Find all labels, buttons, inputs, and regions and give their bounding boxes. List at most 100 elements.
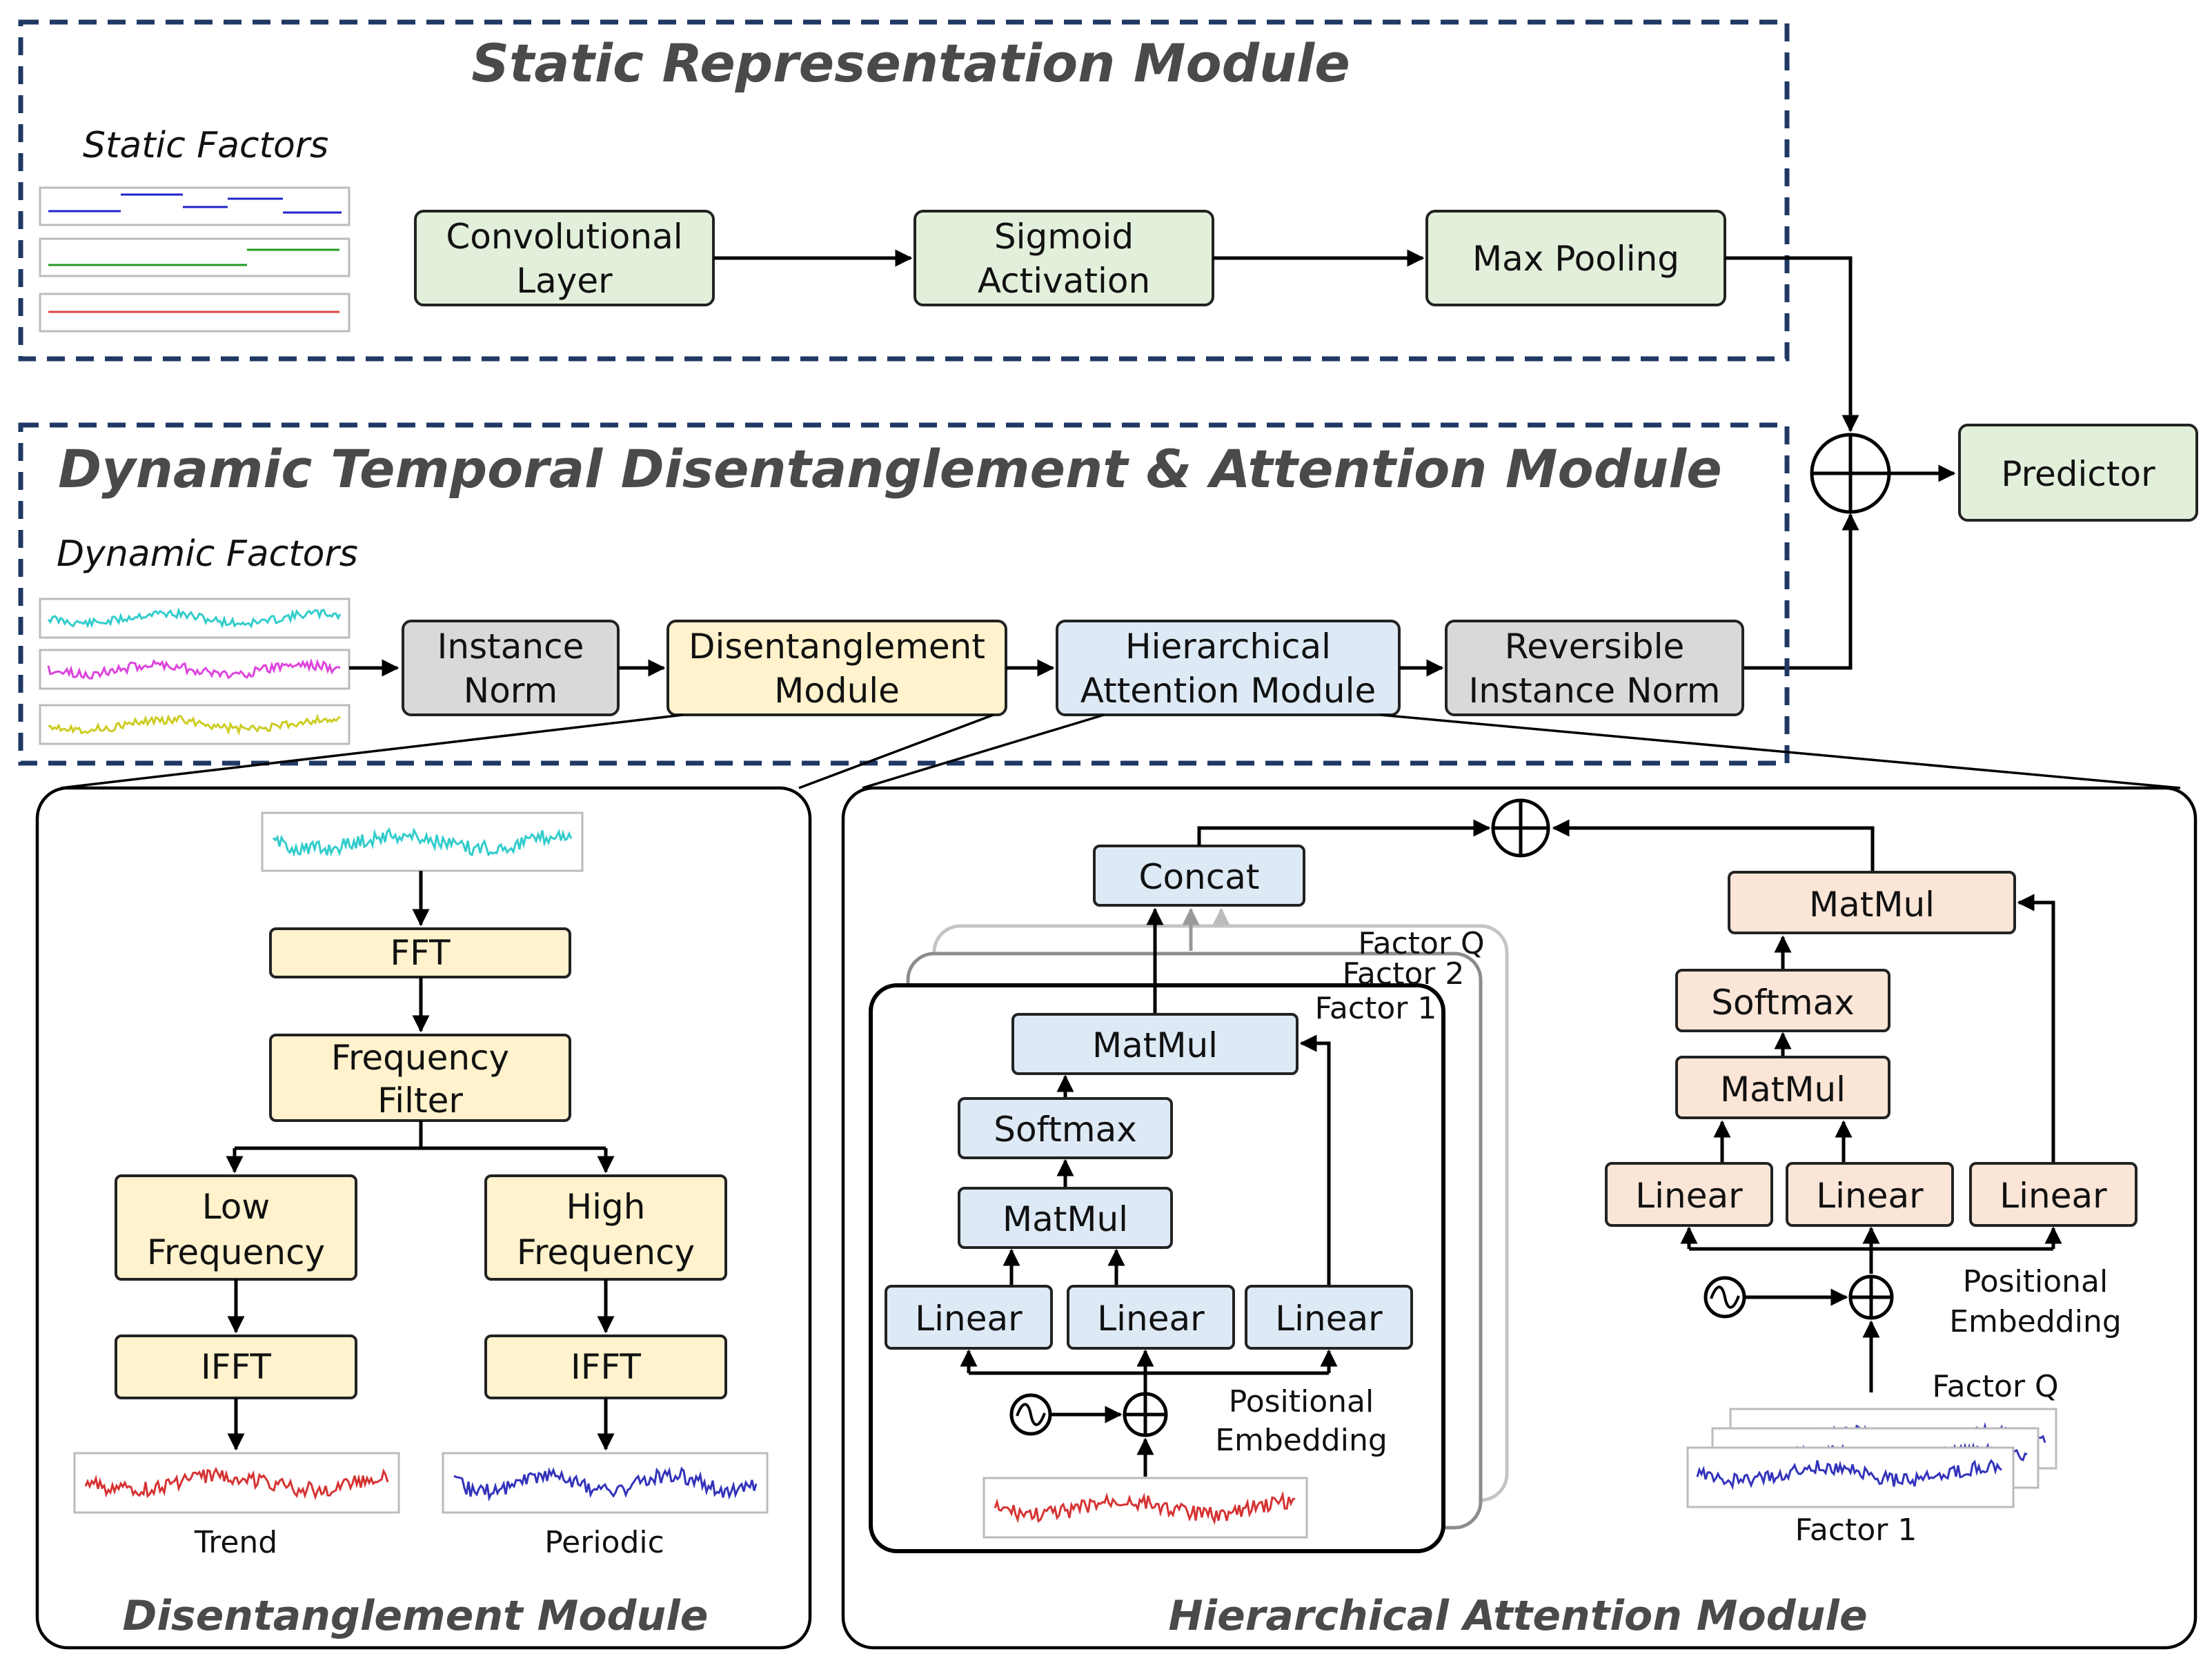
sigmoid-activation-box: Sigmoid Activation [914,210,1214,306]
inner-sine-wave-icon [1009,1393,1052,1436]
dynamic-module-border [18,422,1790,766]
svg-text:Frequency: Frequency [147,1232,325,1272]
svg-text:Linear: Linear [1097,1299,1205,1339]
periodic-label: Periodic [544,1525,664,1560]
svg-text:Frequency: Frequency [517,1232,695,1272]
factor-q-label: Factor Q [1358,926,1484,961]
arrow-maxpool-to-add [1725,256,1859,433]
svg-text:Linear: Linear [1275,1299,1383,1339]
static-module-border [18,19,1790,362]
dynamic-series-olive [48,713,341,736]
static-series-green [48,248,339,266]
svg-text:IFFT: IFFT [571,1347,641,1387]
svg-text:Instance: Instance [437,627,584,667]
outer-sine-wave-icon [1704,1276,1746,1319]
stack-factor-q-label: Factor Q [1932,1369,2058,1404]
trend-label: Trend [194,1525,277,1560]
hierarchical-attention-box: Hierarchical Attention Module [1056,620,1401,716]
dynamic-series-magenta [47,658,341,680]
static-representation-module: Static Representation Module Static Fact… [18,19,1790,362]
outer-linear-k-box: Linear [1786,1162,1954,1227]
low-frequency-box: Low Frequency [115,1174,357,1281]
inner-matmul-top-box: MatMul [1011,1013,1298,1075]
static-module-title: Static Representation Module [471,32,1350,94]
dynamic-factor-thumbnails [39,598,350,745]
fusion-and-predictor: Predictor [1725,256,2198,670]
periodic-series [453,1466,758,1502]
ifft-low-box: IFFT [115,1334,357,1399]
conv-layer-box: Convolutional Layer [414,210,715,306]
inner-pos-label-2: Embedding [1215,1423,1388,1458]
svg-text:Disentanglement: Disentanglement [689,627,985,667]
inner-matmul-bottom-box: MatMul [958,1187,1173,1249]
static-factors-label: Static Factors [83,125,328,166]
concat-box: Concat [1093,845,1305,907]
outer-linear-v-box: Linear [1969,1162,2137,1227]
svg-text:MatMul: MatMul [1720,1070,1846,1110]
add-circle-icon [1810,433,1891,514]
svg-text:Frequency: Frequency [331,1038,509,1078]
svg-text:Activation: Activation [978,261,1150,301]
svg-text:Linear: Linear [1999,1176,2107,1216]
zoom-callout-lines [60,713,2181,789]
svg-text:Concat: Concat [1139,857,1260,897]
svg-text:Attention Module: Attention Module [1080,671,1376,711]
inner-softmax-box: Softmax [958,1097,1173,1159]
static-factor-thumb-2 [39,237,350,277]
attention-panel-title: Hierarchical Attention Module [1168,1592,1867,1640]
top-add-circle-icon [1491,798,1550,858]
svg-text:Hierarchical: Hierarchical [1125,627,1331,667]
stack-thumb-front [1686,1446,2015,1508]
svg-text:Linear: Linear [1816,1176,1924,1216]
dynamic-factors-label: Dynamic Factors [57,533,358,575]
disentanglement-panel: FFT Frequency Filter Low Frequency High … [35,786,812,1650]
disent-input-thumb [261,811,584,872]
ifft-high-box: IFFT [484,1334,727,1399]
max-pooling-box: Max Pooling [1425,210,1726,306]
trend-thumb [73,1452,400,1514]
svg-text:Reversible: Reversible [1505,627,1685,667]
trend-series [84,1466,389,1501]
svg-text:Low: Low [202,1187,270,1227]
inner-input-series [994,1490,1296,1526]
dynamic-series-cyan [47,607,342,629]
instance-norm-box: Instance Norm [402,620,620,716]
disent-input-series [272,827,573,858]
svg-text:Softmax: Softmax [1711,983,1855,1023]
disentanglement-panel-border [35,786,812,1650]
svg-text:FFT: FFT [390,933,451,973]
inner-linear-k-box: Linear [1067,1285,1235,1350]
reversible-instance-norm-box: Reversible Instance Norm [1445,620,1744,716]
predictor-box: Predictor [1958,424,2198,522]
outer-add-circle-icon [1848,1274,1894,1320]
outer-softmax-box: Softmax [1675,969,1890,1032]
svg-text:MatMul: MatMul [1003,1199,1128,1239]
svg-text:Max Pooling: Max Pooling [1472,239,1679,279]
periodic-thumb [442,1452,769,1514]
svg-text:Sigmoid: Sigmoid [994,217,1134,257]
svg-text:Filter: Filter [377,1081,463,1121]
svg-text:MatMul: MatMul [1809,885,1935,925]
dynamic-temporal-module: Dynamic Temporal Disentanglement & Atten… [18,422,1790,766]
svg-text:Layer: Layer [516,261,613,301]
frequency-filter-box: Frequency Filter [269,1034,571,1122]
arrow-revnorm-to-add [1743,513,1859,670]
svg-text:Module: Module [774,671,900,711]
outer-pos-label-2: Embedding [1949,1304,2122,1339]
svg-text:High: High [566,1187,646,1227]
inner-linear-v-box: Linear [1245,1285,1413,1350]
svg-text:Convolutional: Convolutional [446,217,682,257]
svg-text:Predictor: Predictor [2001,454,2155,494]
high-frequency-box: High Frequency [484,1174,727,1281]
outer-matmul-top-box: MatMul [1728,871,2016,934]
dynamic-module-title: Dynamic Temporal Disentanglement & Atten… [58,438,1722,500]
disentanglement-panel-title: Disentanglement Module [123,1592,709,1640]
factor-2-label: Factor 2 [1343,956,1465,992]
svg-text:Linear: Linear [1635,1176,1743,1216]
fft-box: FFT [269,927,571,978]
svg-text:Instance Norm: Instance Norm [1469,671,1721,711]
svg-text:Softmax: Softmax [994,1110,1137,1150]
stack-factor-1-label: Factor 1 [1795,1513,1917,1548]
attention-panel: Factor Q Factor 2 Factor 1 Concat MatMul… [841,786,2198,1650]
